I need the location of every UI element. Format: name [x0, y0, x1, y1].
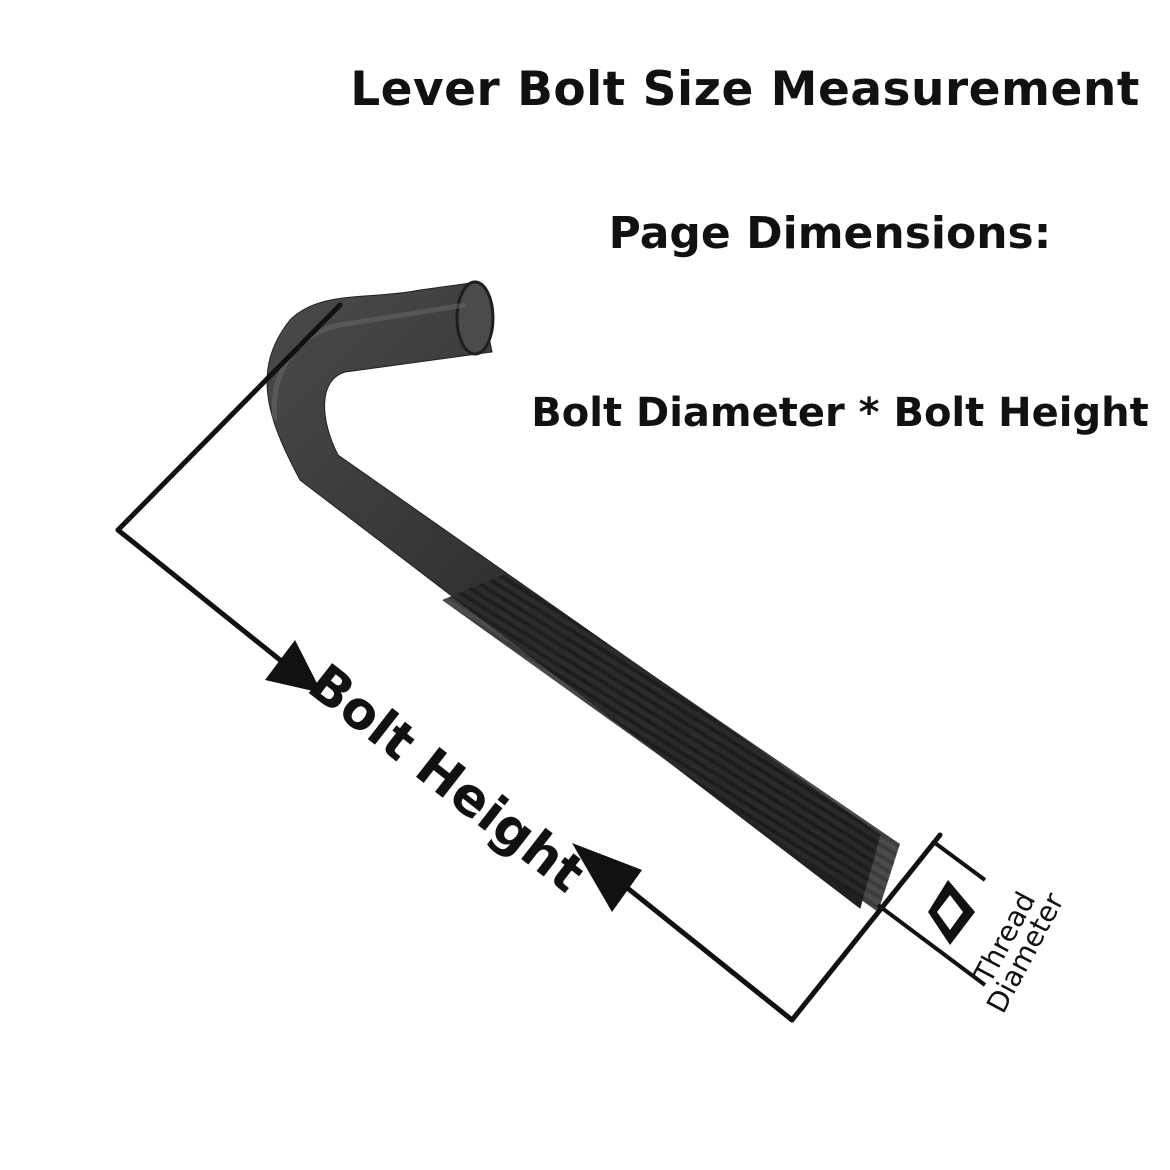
- height-arrow-head-lower: [572, 843, 642, 912]
- thread-diameter-dimension: [876, 841, 987, 987]
- bolt-height-label: Bolt Height: [297, 653, 595, 905]
- top-extension-line: [115, 302, 343, 533]
- size-formula: Bolt Diameter * Bolt Height: [531, 390, 1149, 436]
- bolt-threads: [442, 574, 900, 912]
- diameter-extension-line-upper: [933, 841, 987, 882]
- height-arrow-head-upper: [265, 640, 322, 693]
- bolt-end-face: [455, 280, 495, 356]
- bottom-extension-line: [789, 832, 943, 1023]
- page-title: Lever Bolt Size Measurement: [350, 62, 1140, 117]
- j-bolt: [266, 280, 900, 912]
- height-line-upper: [115, 527, 308, 683]
- page-subtitle: Page Dimensions:: [608, 208, 1052, 259]
- diameter-arrow-icon: [928, 880, 975, 945]
- diameter-extension-line: [876, 903, 987, 987]
- bolt-height-dimension: [115, 302, 943, 1023]
